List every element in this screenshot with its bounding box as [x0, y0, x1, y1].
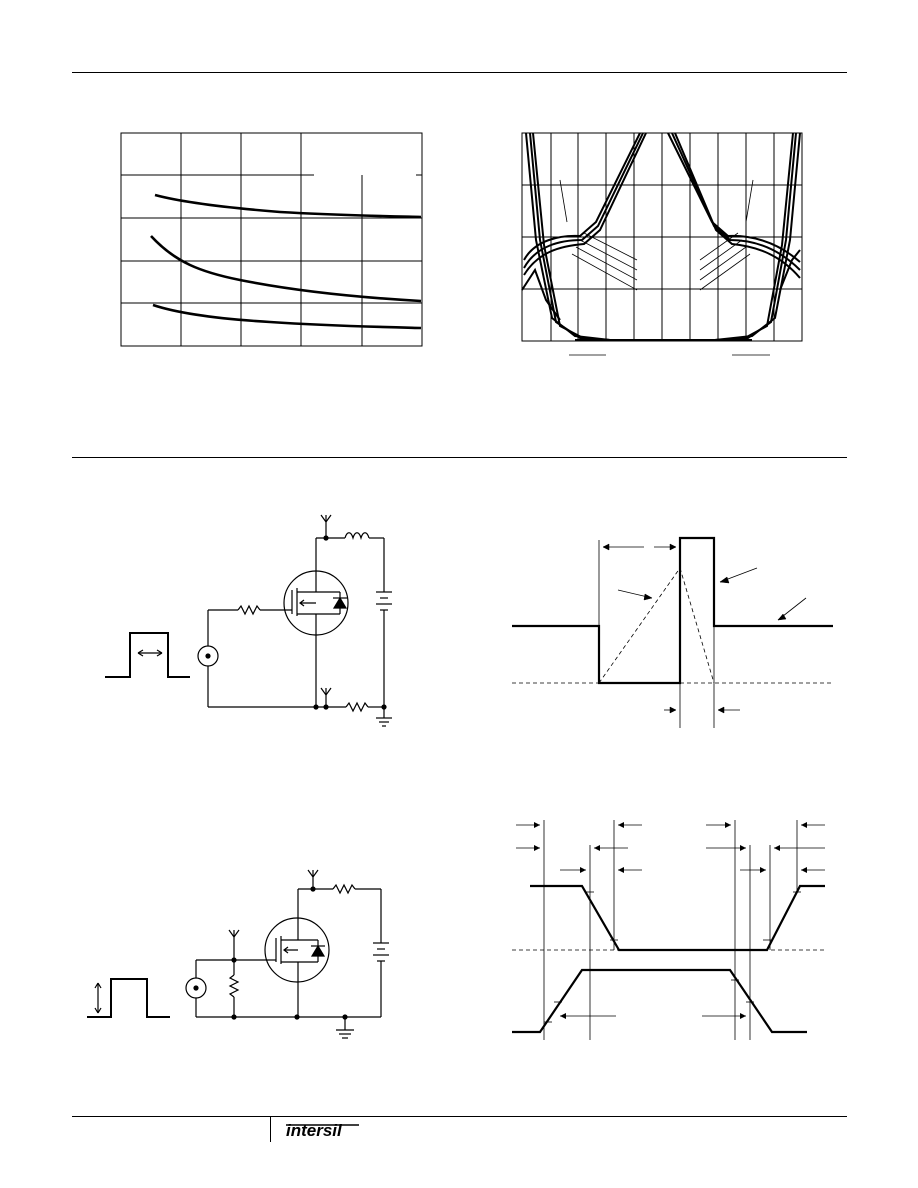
mosfet-2 [264, 917, 330, 983]
gate-resistor-2 [228, 974, 240, 998]
logo-text: intersil [286, 1121, 343, 1140]
curve-lower [152, 303, 422, 330]
pulse-symbol-2 [87, 978, 170, 1018]
header-rule [72, 72, 847, 73]
pulse-symbol [105, 632, 190, 678]
footer-rule [72, 1116, 847, 1117]
graph-frame [120, 132, 423, 347]
inductor [344, 532, 370, 541]
curve-middle [150, 235, 422, 303]
curve-upper [154, 193, 422, 219]
logo-mark: intersil [286, 1121, 359, 1140]
load-resistor [332, 883, 356, 895]
gate-resistor [237, 604, 261, 616]
sense-resistor [345, 701, 369, 713]
section-rule [72, 457, 847, 458]
footer-divider [270, 1116, 271, 1142]
intersil-logo: intersil [284, 1119, 364, 1141]
